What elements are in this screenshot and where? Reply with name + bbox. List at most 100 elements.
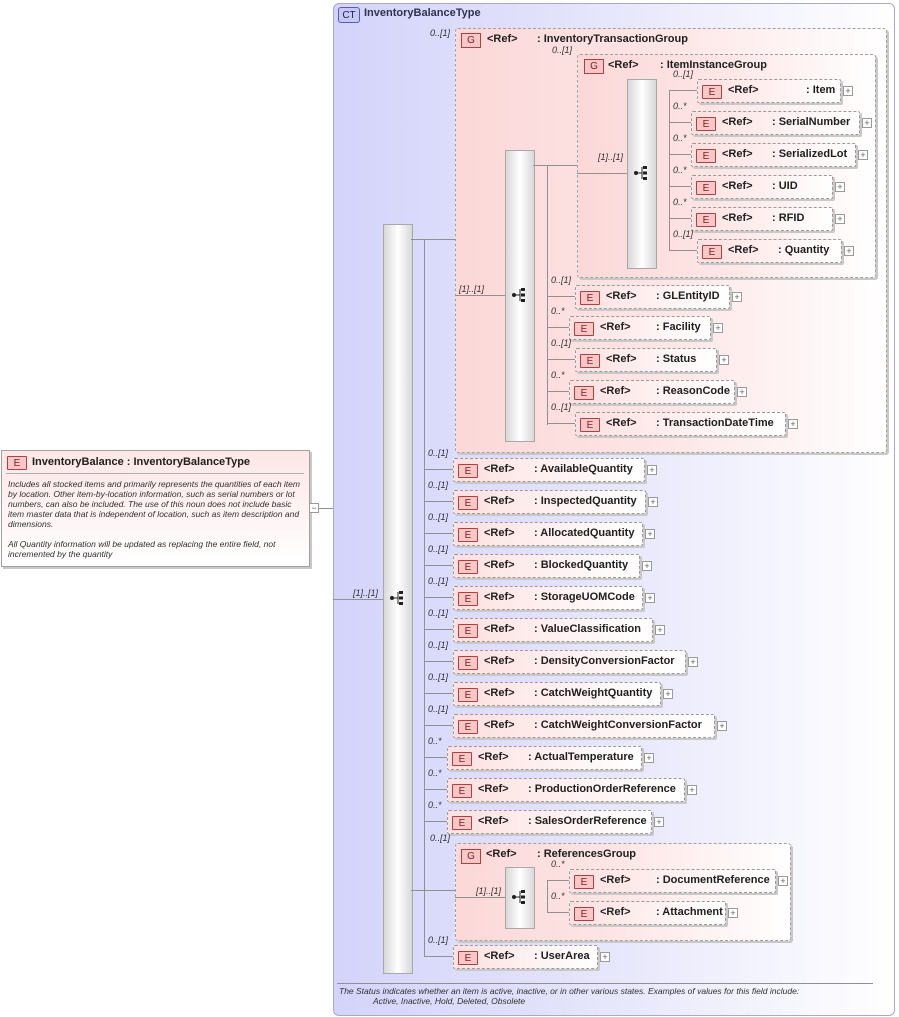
element-badge-icon: E bbox=[458, 496, 478, 510]
element-ref-label: <Ref> bbox=[484, 719, 515, 731]
element-cardinality: 0..[1] bbox=[428, 608, 449, 618]
element-badge-icon: E bbox=[580, 418, 600, 432]
connector-line bbox=[424, 629, 453, 630]
element-badge-icon: E bbox=[458, 688, 478, 702]
element-serializedlot[interactable]: E<Ref>: SerializedLot bbox=[691, 143, 856, 167]
connector-line bbox=[424, 597, 453, 598]
group-ref-label: <Ref> bbox=[608, 59, 639, 71]
element-item[interactable]: E<Ref>: Item bbox=[697, 79, 841, 103]
connector-line bbox=[547, 296, 575, 297]
element-badge-icon: E bbox=[458, 592, 478, 606]
element-rfid[interactable]: E<Ref>: RFID bbox=[691, 207, 833, 231]
element-ref-label: <Ref> bbox=[722, 180, 753, 192]
connector-line bbox=[424, 565, 453, 566]
expand-toggle-icon[interactable]: + bbox=[835, 214, 845, 224]
element-user-area[interactable]: E<Ref>: UserArea bbox=[453, 945, 598, 969]
element-quantity[interactable]: E<Ref>: Quantity bbox=[697, 239, 842, 263]
connector-line bbox=[669, 122, 691, 123]
element-name: : ValueClassification bbox=[534, 623, 641, 635]
expand-toggle-icon[interactable]: + bbox=[645, 593, 655, 603]
element-availablequantity[interactable]: E<Ref>: AvailableQuantity bbox=[453, 458, 645, 482]
expand-toggle-icon[interactable]: + bbox=[862, 118, 872, 128]
element-glentityid[interactable]: E<Ref>: GLEntityID bbox=[575, 285, 730, 309]
expand-toggle-icon[interactable]: + bbox=[645, 529, 655, 539]
expand-toggle-icon[interactable]: + bbox=[663, 689, 673, 699]
element-salesorderreference[interactable]: E<Ref>: SalesOrderReference bbox=[447, 810, 652, 834]
expand-toggle-icon[interactable]: + bbox=[737, 387, 747, 397]
expand-toggle-icon[interactable]: + bbox=[654, 817, 664, 827]
expand-toggle-icon[interactable]: + bbox=[647, 465, 657, 475]
element-badge-icon: E bbox=[458, 528, 478, 542]
expand-toggle-icon[interactable]: + bbox=[778, 876, 788, 886]
connector-line bbox=[669, 154, 691, 155]
expand-toggle-icon[interactable]: + bbox=[648, 497, 658, 507]
element-status[interactable]: E<Ref>: Status bbox=[575, 348, 717, 372]
element-valueclassification[interactable]: E <Ref> : ValueClassification bbox=[453, 618, 653, 642]
element-ref-label: <Ref> bbox=[600, 321, 631, 333]
element-ref-label: <Ref> bbox=[600, 906, 631, 918]
element-ref-label: <Ref> bbox=[728, 244, 759, 256]
element-transactiondatetime[interactable]: E<Ref>: TransactionDateTime bbox=[575, 412, 786, 436]
element-badge-icon: E bbox=[696, 149, 716, 163]
element-attachment[interactable]: E<Ref>: Attachment bbox=[569, 901, 726, 925]
collapse-toggle-icon[interactable]: − bbox=[309, 503, 319, 513]
element-allocatedquantity[interactable]: E<Ref>: AllocatedQuantity bbox=[453, 522, 643, 546]
element-badge-icon: E bbox=[452, 752, 472, 766]
footer-documentation: The Status indicates whether an item is … bbox=[339, 986, 879, 1006]
element-ref-label: <Ref> bbox=[484, 623, 515, 635]
element-badge-icon: E bbox=[458, 560, 478, 574]
expand-toggle-icon[interactable]: + bbox=[858, 150, 868, 160]
element-documentreference[interactable]: E<Ref>: DocumentReference bbox=[569, 869, 776, 893]
element-actualtemperature[interactable]: E<Ref>: ActualTemperature bbox=[447, 746, 642, 770]
expand-toggle-icon[interactable]: + bbox=[732, 292, 742, 302]
expand-toggle-icon[interactable]: + bbox=[713, 323, 723, 333]
element-ref-label: <Ref> bbox=[484, 495, 515, 507]
element-cardinality: 0..* bbox=[428, 800, 442, 810]
element-badge-icon: E bbox=[458, 624, 478, 638]
item-instance-sequence-cardinality: [1]..[1] bbox=[598, 152, 624, 162]
element-name: : StorageUOMCode bbox=[534, 591, 635, 603]
connector-line bbox=[424, 469, 453, 470]
expand-toggle-icon[interactable]: + bbox=[644, 753, 654, 763]
element-badge-icon: E bbox=[574, 907, 594, 921]
element-storageuomcode[interactable]: E<Ref>: StorageUOMCode bbox=[453, 586, 643, 610]
element-cardinality: 0..* bbox=[551, 859, 565, 869]
expand-toggle-icon[interactable]: + bbox=[728, 908, 738, 918]
element-inspectedquantity[interactable]: E<Ref>: InspectedQuantity bbox=[453, 490, 646, 514]
element-reasoncode[interactable]: E<Ref>: ReasonCode bbox=[569, 380, 735, 404]
element-productionorderreference[interactable]: E<Ref>: ProductionOrderReference bbox=[447, 778, 685, 802]
element-ref-label: <Ref> bbox=[606, 353, 637, 365]
expand-toggle-icon[interactable]: + bbox=[687, 785, 697, 795]
element-name: : RFID bbox=[772, 212, 805, 224]
complex-type-badge: CT bbox=[338, 7, 360, 23]
expand-toggle-icon[interactable]: + bbox=[688, 657, 698, 667]
element-blockedquantity[interactable]: E<Ref>: BlockedQuantity bbox=[453, 554, 640, 578]
element-densityconversionfactor[interactable]: E<Ref>: DensityConversionFactor bbox=[453, 650, 686, 674]
element-cardinality: 0..* bbox=[551, 306, 565, 316]
expand-toggle-icon[interactable]: + bbox=[719, 355, 729, 365]
root-element-box[interactable]: E InventoryBalance : InventoryBalanceTyp… bbox=[1, 450, 310, 567]
element-badge-icon: E bbox=[458, 720, 478, 734]
expand-toggle-icon[interactable]: + bbox=[655, 625, 665, 635]
element-badge-icon: E bbox=[574, 875, 594, 889]
expand-toggle-icon[interactable]: + bbox=[717, 721, 727, 731]
connector-line bbox=[424, 725, 453, 726]
expand-toggle-icon[interactable]: + bbox=[642, 561, 652, 571]
expand-toggle-icon[interactable]: + bbox=[835, 182, 845, 192]
expand-toggle-icon[interactable]: + bbox=[843, 86, 853, 96]
expand-toggle-icon[interactable]: + bbox=[788, 419, 798, 429]
root-documentation: Includes all stocked items and primarily… bbox=[8, 479, 304, 559]
connector-line bbox=[547, 912, 569, 913]
element-badge-icon: E bbox=[702, 85, 722, 99]
element-serialnumber[interactable]: E<Ref>: SerialNumber bbox=[691, 111, 860, 135]
footer-divider bbox=[337, 983, 873, 984]
group-badge-icon: G bbox=[461, 849, 481, 864]
expand-toggle-icon[interactable]: + bbox=[600, 952, 610, 962]
element-facility[interactable]: E<Ref>: Facility bbox=[569, 316, 711, 340]
sequence-icon bbox=[634, 166, 647, 180]
element-uid[interactable]: E<Ref>: UID bbox=[691, 175, 833, 199]
element-catchweightconversionfactor[interactable]: E<Ref>: CatchWeightConversionFactor bbox=[453, 714, 715, 738]
element-catchweightquantity[interactable]: E<Ref>: CatchWeightQuantity bbox=[453, 682, 661, 706]
expand-toggle-icon[interactable]: + bbox=[844, 246, 854, 256]
group-cardinality: 0..[1] bbox=[552, 45, 573, 55]
